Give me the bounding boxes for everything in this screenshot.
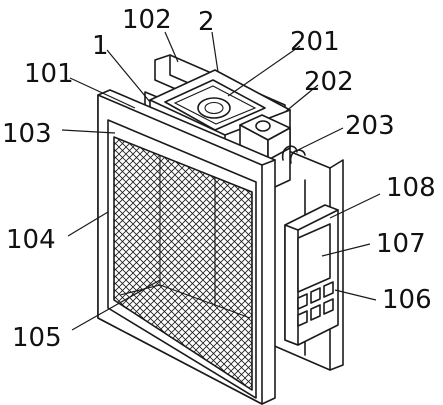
control-panel xyxy=(284,204,339,346)
label-1: 1 xyxy=(92,31,109,61)
label-101: 101 xyxy=(24,59,74,89)
label-203: 203 xyxy=(345,111,395,141)
display-screen xyxy=(297,223,331,293)
label-105: 105 xyxy=(12,323,62,353)
label-202: 202 xyxy=(304,67,354,97)
leader-lines xyxy=(61,31,381,331)
label-107: 107 xyxy=(376,229,426,259)
label-106: 106 xyxy=(382,285,432,315)
label-104: 104 xyxy=(6,225,56,255)
label-2: 2 xyxy=(198,7,215,37)
lens-icon xyxy=(197,97,231,119)
keypad-buttons xyxy=(297,281,334,327)
label-102: 102 xyxy=(122,5,172,35)
label-201: 201 xyxy=(290,27,340,57)
reference-labels: 102 2 1 201 101 202 203 103 108 104 107 … xyxy=(2,5,436,353)
sensor-knob-icon xyxy=(255,120,271,132)
label-108: 108 xyxy=(386,173,436,203)
hook-fitting xyxy=(281,145,306,164)
label-103: 103 xyxy=(2,119,52,149)
